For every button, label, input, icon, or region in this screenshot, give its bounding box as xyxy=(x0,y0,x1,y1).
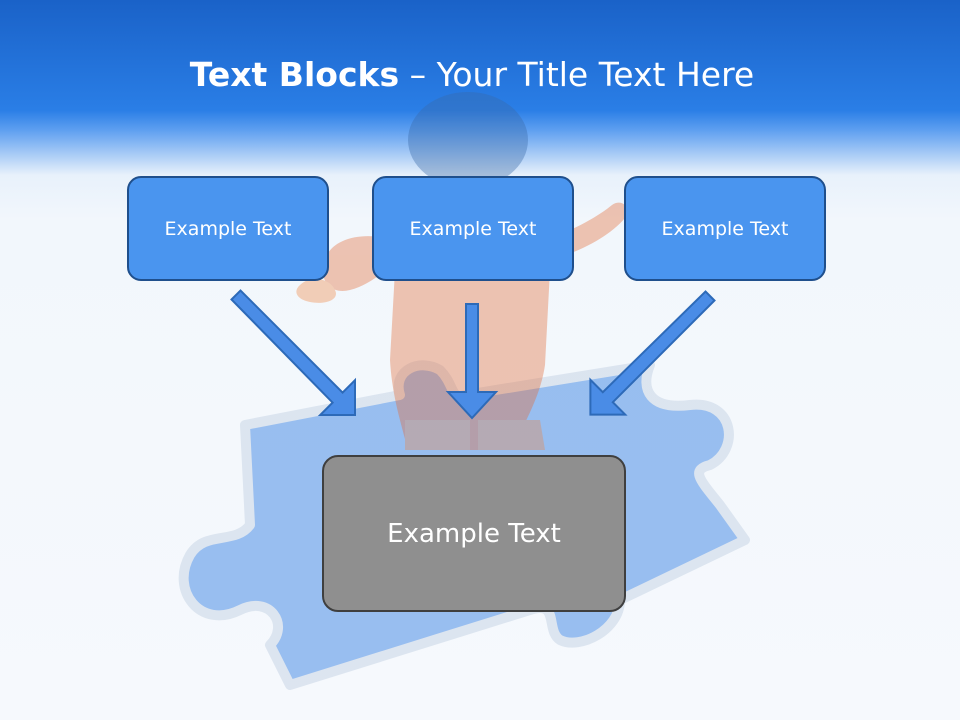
text-block-2[interactable]: Example Text xyxy=(372,176,574,281)
title-rest: Your Title Text Here xyxy=(436,55,755,94)
slide-title: Text Blocks – Your Title Text Here xyxy=(0,52,944,98)
arrow-left-icon xyxy=(230,289,356,416)
arrow-middle-icon xyxy=(445,303,499,420)
text-block-1[interactable]: Example Text xyxy=(127,176,329,281)
title-bold: Text Blocks xyxy=(189,55,400,94)
arrow-right-icon xyxy=(589,290,716,416)
title-dash: – xyxy=(399,55,437,94)
text-block-3[interactable]: Example Text xyxy=(624,176,826,281)
target-block[interactable]: Example Text xyxy=(322,455,626,612)
